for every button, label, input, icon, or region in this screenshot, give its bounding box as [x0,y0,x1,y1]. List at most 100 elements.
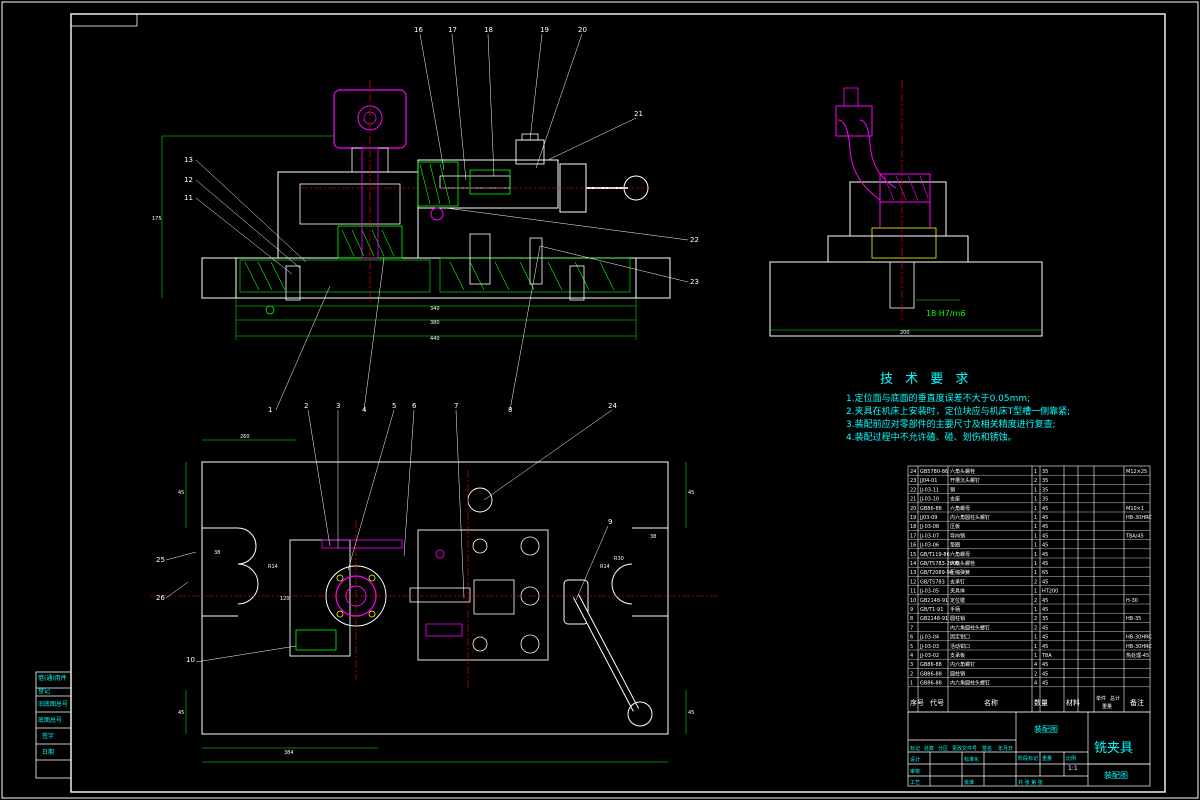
title-product: 铣夹具 [1094,741,1133,756]
bom-cell-qty: 1 [1034,552,1037,558]
bom-cell-name: 六角头螺栓 [950,560,975,567]
bom-h-material: 材料 [1066,698,1080,707]
bom-cell-seq: 3 [910,662,913,668]
bom-cell-name: 内六角圆柱头螺钉 [950,680,990,687]
balloon-6: 6 [412,402,417,410]
bom-cell-qty: 1 [1034,533,1037,539]
balloon-11: 11 [184,194,193,202]
stamp-label-1: 登记 [38,687,50,695]
bom-cell-mat: 35 [1042,497,1048,503]
balloon-8: 8 [508,406,512,414]
stamp-label-4: 签字 [42,732,54,740]
bom-cell-seq: 5 [910,644,913,650]
bom-cell-code: GB86-88 [920,671,942,677]
bom-cell-mat: 45 [1042,524,1048,530]
stamp-label-0: 借(通)用件 [38,674,67,682]
bom-cell-code: JJ-03-11 [919,487,939,493]
bom-cell-mat: 35 [1042,616,1048,622]
bom-cell-code: GB/T119-86 [920,552,950,558]
balloon-1: 1 [268,406,272,414]
bom-cell-name: 压板 [950,523,960,530]
dim-plan-left: 260 [240,434,250,440]
bom-cell-seq: 21 [910,497,916,503]
balloon-3: 3 [336,402,340,410]
bom-cell-name: 圆柱销 [950,615,965,622]
bom-cell-note: T8A/45 [1125,533,1144,539]
bom-cell-seq: 20 [910,506,916,512]
tech-req-2: 2.夹具在机床上安装时，定位块应与机床T型槽一侧靠紧; [846,407,1071,417]
bom-cell-code: JJ04-01 [919,478,937,484]
bom-cell-mat: T8A [1041,653,1052,659]
bom-cell-code: JJ-03-07 [919,533,939,539]
bom-cell-mat: 35 [1042,469,1048,475]
bom-cell-qty: 1 [1034,635,1037,641]
inner-frame [70,13,1166,793]
bom-cell-name: 六角螺母 [950,551,970,558]
bom-h-note: 备注 [1130,698,1144,707]
bom-cell-qty: 1 [1034,561,1037,567]
bom-cell-mat: 35 [1042,487,1048,493]
bom-cell-seq: 4 [910,653,913,659]
bom-cell-name: 支承板 [950,652,965,659]
bom-cell-qty: 2 [1034,671,1037,677]
balloon-18: 18 [484,26,493,34]
dim-top-inner2: 340 [430,306,440,312]
bom-cell-name: 定位键 [950,597,965,604]
bom-h-total: 总计 [1110,695,1120,702]
bom-cell-code: JJ-03-05 [919,589,939,595]
bom-cell-note: HB-35 [1126,616,1141,622]
balloon-22: 22 [690,236,699,244]
dim-plan-r2: R30 [614,556,624,562]
dim-plan-total: 384 [284,750,294,756]
tech-req-title: 技 术 要 求 [880,372,973,387]
bom-cell-seq: 16 [910,543,916,549]
dim-plan-120: 120 [280,596,290,602]
balloon-7: 7 [454,402,458,410]
dim-top-inner: 380 [430,320,440,326]
bom-cell-qty: 1 [1034,543,1037,549]
title-sheet: 共 张 第 张 [1018,779,1043,786]
title-row-label-4: 签名 [982,745,992,752]
title-role-2: 工艺 [910,780,920,786]
title-sub: 装配图 [1104,770,1128,780]
title-scale: 1:1 [1068,765,1078,772]
bom-cell-mat: 45 [1042,533,1048,539]
bom-cell-seq: 9 [910,607,913,613]
bom-cell-seq: 14 [910,561,916,567]
title-assembly: 装配图 [1034,724,1058,734]
bom-cell-note: 热处理-45 [1126,652,1149,659]
bom-cell-seq: 11 [910,589,916,595]
balloon-13: 13 [184,156,193,164]
bom-cell-code: GB86-88 [920,506,942,512]
bom-cell-qty: 1 [1034,524,1037,530]
balloon-24: 24 [608,402,617,410]
balloon-25: 25 [156,556,165,564]
balloon-23: 23 [690,278,699,286]
bom-cell-seq: 24 [910,469,916,475]
bom-cell-mat: 45 [1042,662,1048,668]
bom-cell-name: 支承钉 [950,578,965,585]
bom-cell-name: 六角螺母 [950,505,970,512]
dim-plan-45-c: 45 [178,710,184,716]
bom-cell-seq: 15 [910,552,916,558]
bom-h-name: 名称 [984,698,998,707]
bom-cell-seq: 12 [910,579,916,585]
balloon-17: 17 [448,26,457,34]
dim-plan-r: R14 [268,564,278,570]
dim-height: 175 [152,216,162,222]
tech-req-3: 3.装配前应对零部件的主要尺寸及相关精度进行复查; [846,420,1056,430]
bom-cell-note: HB-30HRC [1126,515,1152,521]
bom-cell-code: GB/T1-91 [920,607,943,613]
bom-cell-seq: 23 [910,478,916,484]
bom-h-single: 单件 [1096,695,1106,702]
bom-cell-name: 销 [950,486,955,493]
bom-cell-note: HB-30HRC [1126,644,1152,650]
bom-cell-name: 导向销 [950,532,965,539]
bom-cell-mat: 45 [1042,506,1048,512]
bom-cell-code: GB86-88 [920,662,942,668]
bom-cell-mat: 35 [1042,478,1048,484]
bom-cell-qty: 2 [1034,625,1037,631]
